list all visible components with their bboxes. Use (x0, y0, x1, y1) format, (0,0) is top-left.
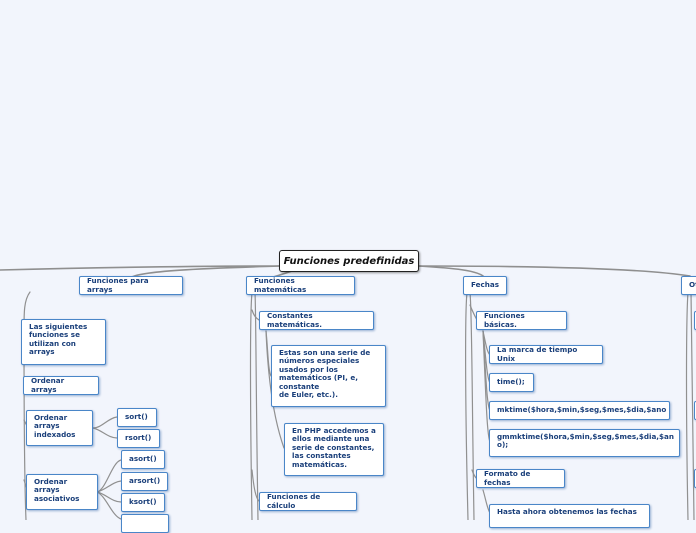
node-formato-fechas[interactable]: Formato de fechas (476, 469, 565, 488)
node-otras[interactable]: Ot (681, 276, 696, 295)
node-other-child-1[interactable] (694, 311, 696, 330)
node-rsort[interactable]: rsort() (117, 429, 160, 448)
node-sort[interactable]: sort() (117, 408, 157, 427)
node-arrays-asociativos[interactable]: Ordenar arrays asociativos (26, 474, 98, 510)
root-node[interactable]: Funciones predefinidas (279, 250, 419, 272)
node-fechas[interactable]: Fechas (463, 276, 507, 295)
node-ksort[interactable]: ksort() (121, 493, 165, 512)
node-arsort[interactable]: arsort() (121, 472, 168, 491)
node-arrays-next[interactable] (121, 514, 169, 533)
node-funciones-basicas[interactable]: Funciones básicas. (476, 311, 567, 330)
node-time[interactable]: time(); (489, 373, 534, 392)
connector-lines (0, 265, 695, 520)
node-constantes-desc[interactable]: Estas son una serie de números especiale… (271, 345, 386, 407)
node-mktime[interactable]: mktime($hora,$min,$seg,$mes,$dia,$ano (489, 401, 670, 420)
node-ordenar-arrays[interactable]: Ordenar arrays (23, 376, 99, 395)
node-funciones-arrays[interactable]: Funciones para arrays (79, 276, 183, 295)
node-arrays-indexados[interactable]: Ordenar arrays indexados (26, 410, 93, 446)
node-gmmktime[interactable]: gmmktime($hora,$min,$seg,$mes,$dia,$an o… (489, 429, 680, 457)
node-constantes[interactable]: Constantes matemáticas. (259, 311, 374, 330)
node-constantes-php[interactable]: En PHP accedemos a ellos mediante una se… (284, 423, 384, 476)
node-funciones-calculo[interactable]: Funciones de cálculo (259, 492, 357, 511)
node-arrays-intro[interactable]: Las siguientes funciones se utilizan con… (21, 319, 106, 365)
node-other-child-2[interactable] (694, 401, 696, 420)
node-marca-unix[interactable]: La marca de tiempo Unix (489, 345, 603, 364)
node-other-child-3[interactable] (694, 469, 696, 488)
node-asort[interactable]: asort() (121, 450, 165, 469)
node-funciones-matematicas[interactable]: Funciones matemáticas (246, 276, 355, 295)
node-hasta-ahora[interactable]: Hasta ahora obtenemos las fechas (489, 504, 650, 528)
